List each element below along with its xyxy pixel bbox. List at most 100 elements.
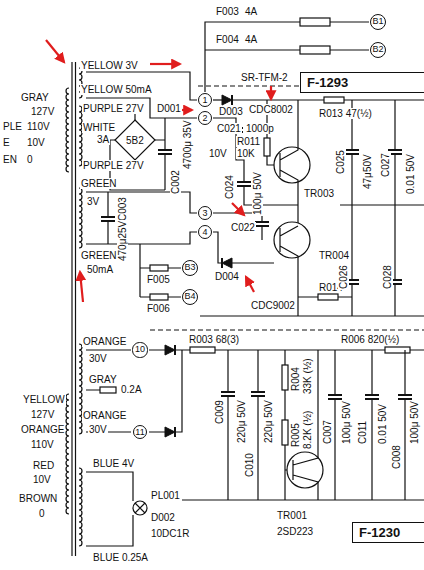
component-label: R003 68(3) (188, 334, 240, 345)
part-body (282, 420, 288, 445)
cap-plate (237, 181, 251, 183)
component-label: C022 (230, 222, 256, 233)
component-label: 10V (26, 137, 46, 148)
component-label: YELLOW (22, 394, 66, 405)
component-label: 4A (244, 6, 258, 17)
cap-plate (221, 395, 235, 397)
component-label: E (2, 137, 11, 148)
component-label: 30V (88, 353, 108, 364)
board-label-box: F-1230 (352, 522, 424, 543)
component-label: 0 (38, 508, 46, 519)
annotation-arrow (80, 272, 83, 302)
component-label: R011 (236, 136, 261, 147)
component-label: 10V (32, 474, 52, 485)
cap-plate (101, 220, 115, 222)
wire (213, 213, 262, 263)
component-label: D003 (218, 106, 244, 117)
component-value: 0.01 50V (405, 153, 416, 195)
cap-plate (365, 394, 379, 396)
component-value: 33K (½) (302, 357, 313, 395)
part-body (100, 387, 116, 393)
part-body (190, 347, 215, 353)
component-label: 2SD223 (276, 526, 314, 537)
component-label: 127V (30, 409, 55, 420)
component-label: GREEN (80, 178, 118, 189)
terminal-circle: 10 (132, 342, 147, 357)
component-value: C002 (170, 169, 181, 195)
wire (330, 49, 369, 50)
component-label: C021 (216, 123, 242, 134)
core-line (75, 62, 76, 556)
component-label: 10DC1R (150, 528, 190, 539)
component-label: ORANGE (82, 336, 127, 347)
board-edge (150, 329, 424, 330)
component-label: ORANGE (82, 410, 127, 421)
wire (330, 21, 369, 22)
part-body (385, 347, 410, 353)
component-value: C010 (244, 452, 255, 478)
cap-plate (398, 394, 412, 396)
node-text: 1 (202, 96, 207, 105)
component-label: GRAY (88, 374, 118, 385)
wire (232, 262, 274, 263)
coil-winding (79, 106, 82, 166)
node-text: B2 (372, 45, 383, 54)
wire (140, 244, 181, 297)
component-label: CDC8002 (248, 104, 294, 115)
coil-winding (66, 88, 69, 172)
component-label: D001 (156, 103, 182, 114)
wire (200, 205, 424, 316)
cap-plate (328, 398, 342, 400)
component-label: EN (2, 154, 18, 165)
component-value: C025 (335, 149, 346, 175)
cap-plate (174, 345, 176, 355)
component-label: 0 (26, 154, 34, 165)
wire (228, 350, 258, 500)
component-value: C003 (117, 196, 128, 222)
component-label: D004 (214, 271, 240, 282)
cap-plate (345, 149, 359, 151)
node-text: 11 (135, 428, 144, 437)
part-body (282, 365, 288, 390)
component-label: 110V (30, 439, 55, 450)
component-value: C027 (380, 152, 391, 178)
component-value: 220μ 50V (236, 399, 247, 444)
diode-body (222, 95, 232, 105)
component-label: TR001 (276, 510, 308, 521)
wire (205, 49, 300, 50)
annotation-arrow (270, 86, 272, 99)
wire (86, 472, 133, 546)
node-text: B4 (184, 292, 195, 301)
component-label: 10V (208, 148, 228, 159)
component-value: C024 (224, 174, 235, 200)
component-label: BROWN (18, 493, 58, 504)
annotation-arrow (150, 63, 180, 65)
diode-body (165, 427, 175, 437)
component-label: BLUE 4V (92, 458, 135, 469)
component-value: 0.01 50V (377, 403, 388, 445)
coil-winding (66, 394, 69, 514)
annotation-arrow (46, 40, 64, 62)
part-body (318, 294, 338, 300)
component-label: TR003 (303, 188, 335, 199)
wire (149, 350, 190, 432)
cap-plate (221, 258, 223, 268)
core-line (71, 62, 72, 556)
cap-plate (365, 398, 379, 400)
annotation-arrow (232, 203, 244, 215)
component-label: F004 (215, 34, 240, 45)
component-value: 470μ25V (117, 220, 128, 262)
terminal-circle: B2 (370, 42, 386, 58)
part-body (300, 18, 330, 26)
component-value: C007 (322, 419, 333, 445)
wire (182, 350, 424, 500)
node-text: B3 (184, 263, 195, 272)
terminal-circle: 11 (133, 425, 147, 439)
component-label: 3A (96, 134, 110, 145)
coil-winding (79, 188, 82, 248)
component-label: 5B2 (125, 135, 145, 146)
board-edge (198, 85, 300, 86)
cap-plate (174, 427, 176, 437)
part-body (115, 120, 155, 160)
cap-plate (328, 394, 342, 396)
